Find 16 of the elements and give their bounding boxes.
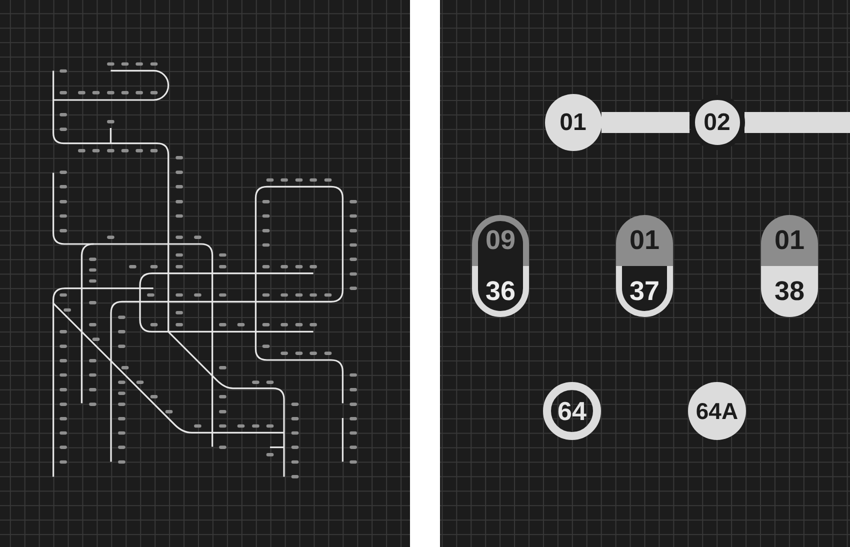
route-number: 36: [485, 278, 516, 305]
route-line: [744, 112, 850, 133]
route-number: 64A: [696, 400, 738, 422]
route-line: [602, 112, 690, 133]
route-number: 01: [629, 227, 660, 254]
route-number: 02: [704, 110, 730, 134]
route-pill-badge: [761, 215, 818, 317]
route-number: 38: [774, 278, 805, 305]
route-number: 64: [558, 398, 586, 424]
route-number: 01: [774, 227, 805, 254]
route-number: 01: [560, 110, 586, 134]
route-number: 37: [629, 278, 660, 305]
route-pill-badge: [472, 215, 529, 317]
route-number: 09: [485, 227, 516, 254]
route-pill-badge: [616, 215, 673, 317]
route-badge: [543, 382, 601, 440]
